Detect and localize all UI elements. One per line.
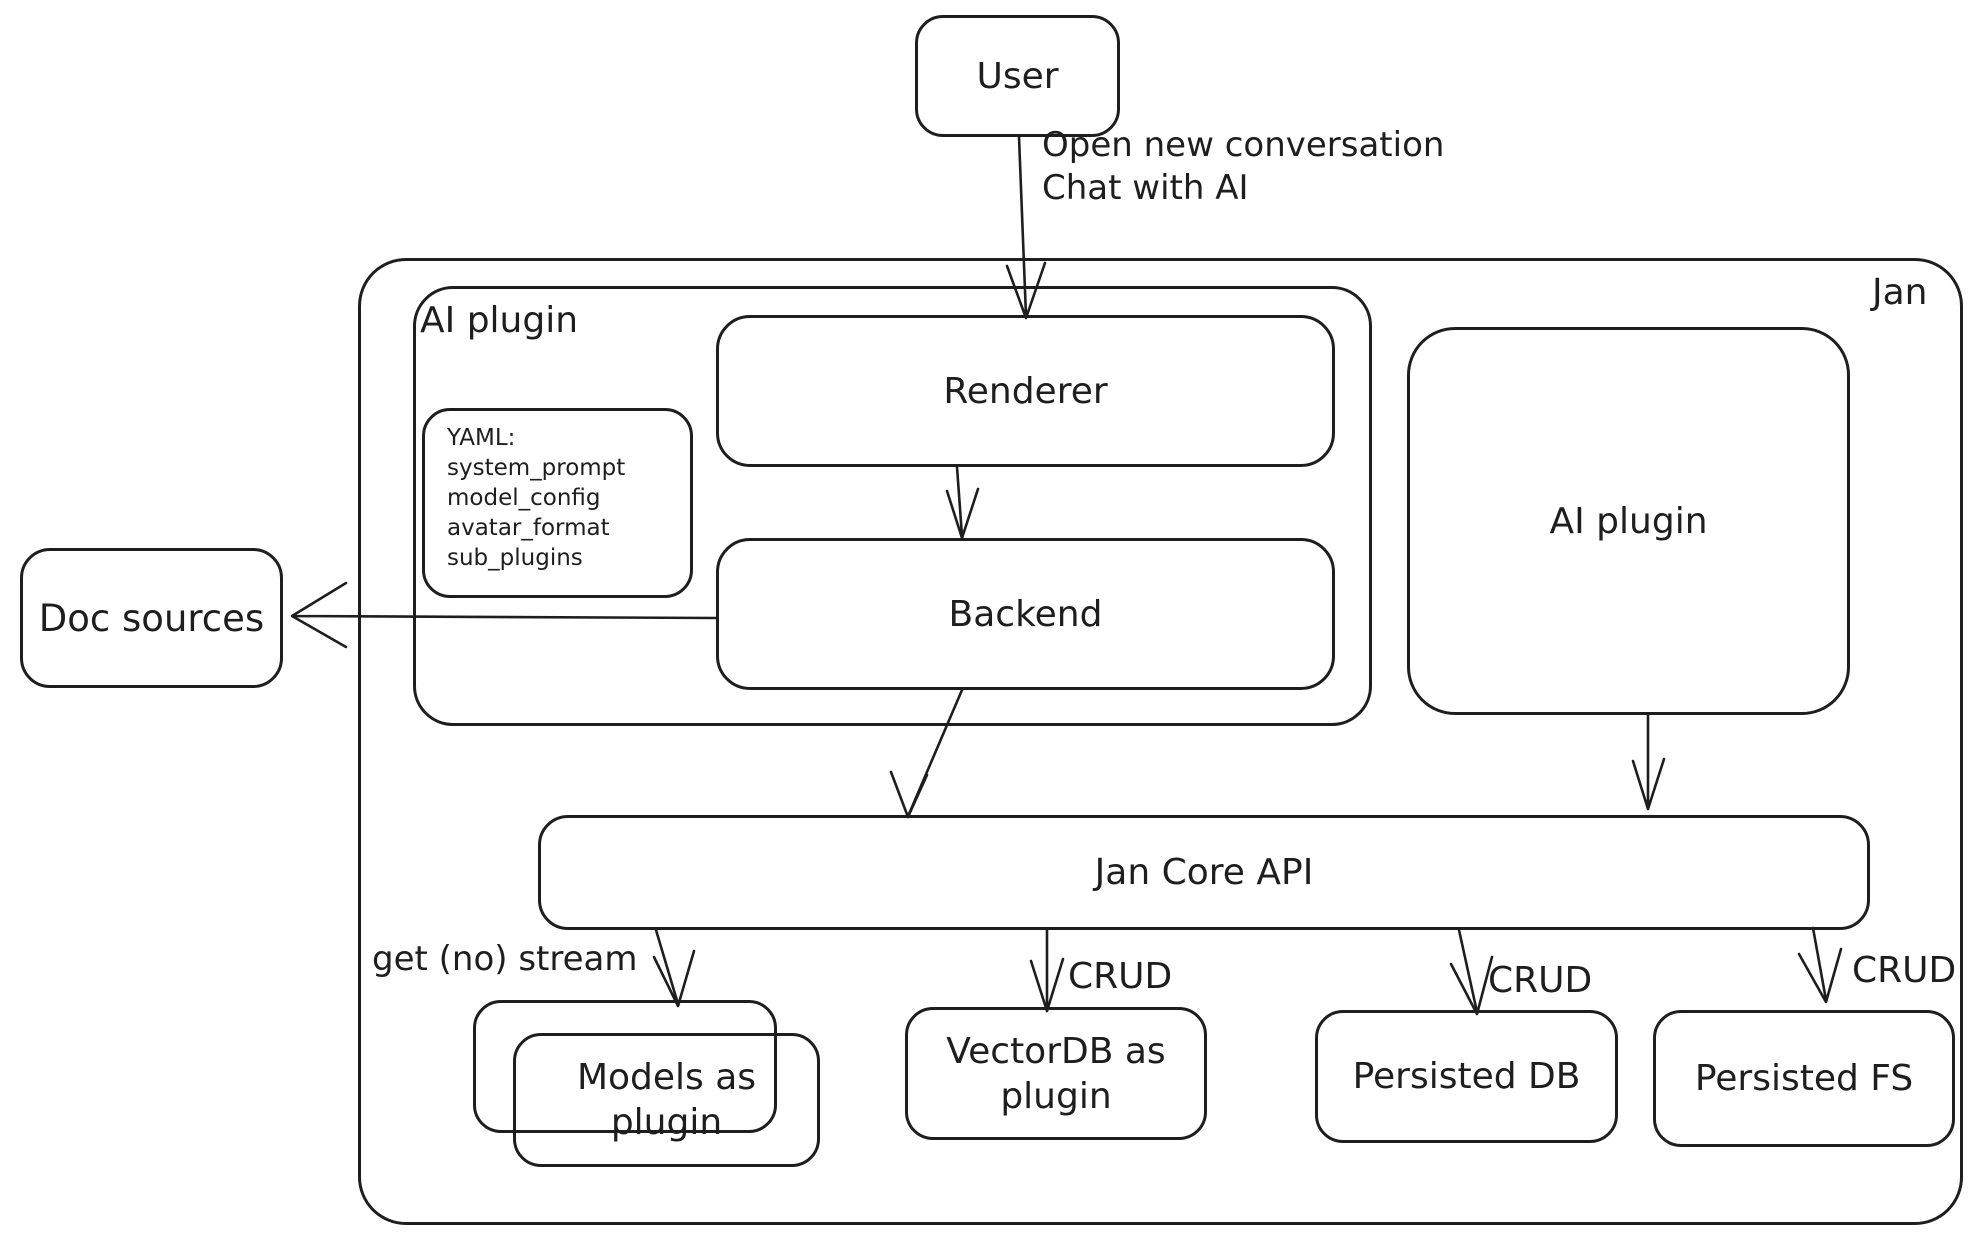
doc-sources-node: Doc sources <box>20 548 283 688</box>
renderer-node: Renderer <box>716 315 1335 467</box>
models-as-plugin-label: Models as plugin <box>576 1057 757 1143</box>
jan-container <box>358 258 1963 1225</box>
edge-label-line: Open new conversation <box>1042 125 1445 165</box>
yaml-line: sub_plugins <box>447 545 583 571</box>
get-no-stream-edge-label: get (no) stream <box>372 939 638 979</box>
user-node: User <box>915 15 1120 137</box>
models-as-plugin-node: Models as plugin <box>513 1033 820 1167</box>
user-node-label: User <box>976 55 1059 97</box>
ai-plugin-standalone-node: AI plugin <box>1407 327 1850 715</box>
persisted-db-node: Persisted DB <box>1315 1010 1618 1143</box>
yaml-note: YAML: system_prompt model_config avatar_… <box>422 408 693 598</box>
renderer-node-label: Renderer <box>943 370 1108 412</box>
doc-sources-node-label: Doc sources <box>38 596 265 640</box>
persisted-fs-node: Persisted FS <box>1653 1010 1955 1147</box>
edge-label-line: Chat with AI <box>1042 168 1249 208</box>
jan-container-label: Jan <box>1872 272 1928 313</box>
user-to-renderer-edge-label: Open new conversation Chat with AI <box>1042 124 1444 210</box>
vectordb-as-plugin-node: VectorDB as plugin <box>905 1007 1207 1140</box>
yaml-line: avatar_format <box>447 515 610 541</box>
crud-persisted-db-edge-label: CRUD <box>1488 960 1593 1001</box>
persisted-db-label: Persisted DB <box>1352 1056 1581 1097</box>
persisted-fs-label: Persisted FS <box>1694 1058 1914 1099</box>
ai-plugin-standalone-label: AI plugin <box>1549 500 1708 542</box>
jan-core-api-node: Jan Core API <box>538 815 1870 930</box>
jan-core-api-label: Jan Core API <box>1094 852 1314 893</box>
backend-node-label: Backend <box>948 593 1103 635</box>
ai-plugin-container-label: AI plugin <box>420 300 579 341</box>
yaml-note-text: YAML: system_prompt model_config avatar_… <box>447 423 625 573</box>
models-as-plugin-back-box <box>473 1000 777 1133</box>
crud-persisted-fs-edge-label: CRUD <box>1852 950 1957 991</box>
crud-vectordb-edge-label: CRUD <box>1068 956 1173 997</box>
yaml-line: YAML: <box>447 425 516 451</box>
yaml-line: model_config <box>447 485 601 511</box>
vectordb-as-plugin-label: VectorDB as plugin <box>946 1030 1166 1117</box>
yaml-line: system_prompt <box>447 455 626 481</box>
backend-node: Backend <box>716 538 1335 690</box>
